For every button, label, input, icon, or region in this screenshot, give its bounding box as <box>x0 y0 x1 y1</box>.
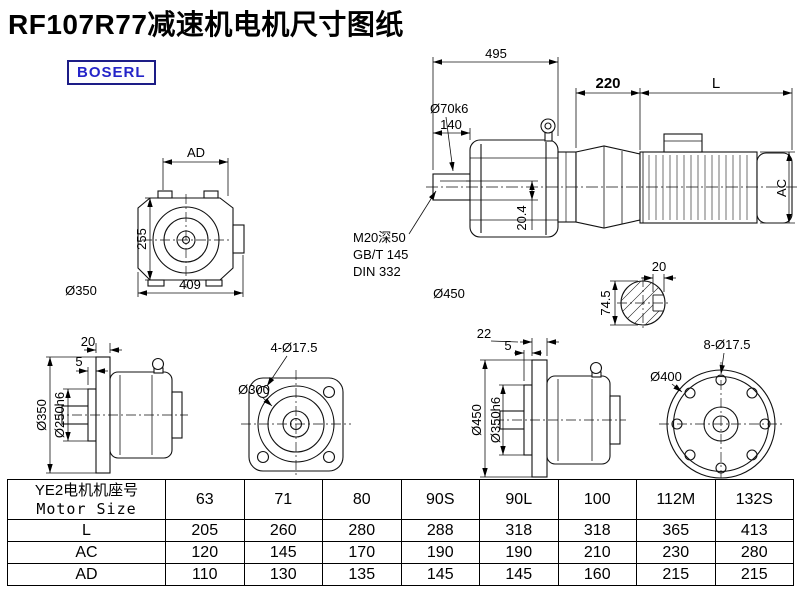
size-col-header: 90S <box>400 479 480 520</box>
table-cell: 280 <box>714 541 794 564</box>
table-header-motor-size: YE2电机机座号 Motor Size <box>7 479 166 520</box>
table-row-L: L 205 260 280 288 318 318 365 413 <box>7 519 794 542</box>
size-col-header: 132S <box>714 479 794 520</box>
dim-L: L <box>712 75 720 92</box>
dim-bolt-holes: 4-Ø17.5 <box>271 340 318 355</box>
table-cell: 145 <box>243 541 323 564</box>
table-cell: 145 <box>400 563 480 586</box>
boserl-logo: BOSERL <box>67 60 156 85</box>
row-label: AC <box>7 541 166 564</box>
flange-small-dimensions <box>46 343 122 474</box>
flange-large-dimensions <box>480 338 559 478</box>
table-cell: 260 <box>243 519 323 542</box>
size-col-header: 63 <box>165 479 245 520</box>
flange-side-view-small: 20 5 Ø350 Ø250h6 <box>34 334 188 474</box>
dim-350: Ø350 <box>34 399 49 431</box>
dim-400: Ø400 <box>650 369 682 384</box>
dim-250h6: Ø250h6 <box>52 392 67 438</box>
dim-AC: AC <box>774 179 789 197</box>
table-cell: 365 <box>636 519 716 542</box>
header-cn: YE2电机机座号 <box>34 482 139 499</box>
shaft-section-view: 20 74.5 <box>598 259 676 330</box>
table-cell: 190 <box>479 541 559 564</box>
size-col-header: 80 <box>322 479 402 520</box>
dim-450: Ø450 <box>433 286 465 301</box>
dim-shaft-diameter: Ø70k6 <box>430 101 468 116</box>
table-cell: 170 <box>322 541 402 564</box>
dim-350: Ø350 <box>65 283 97 298</box>
size-col-header: 90L <box>479 479 559 520</box>
table-cell: 215 <box>636 563 716 586</box>
motor-cooling-fins <box>648 155 748 220</box>
section-dimensions <box>610 274 676 326</box>
dim-74-5: 74.5 <box>598 290 613 315</box>
dim-20-4: 20.4 <box>514 205 529 230</box>
technical-drawing: AD 255 409 Ø350 <box>34 46 797 479</box>
tap-spec-line2: GB/T 145 <box>353 247 408 262</box>
table-cell: 215 <box>714 563 794 586</box>
table-cell: 210 <box>557 541 637 564</box>
dim-350h6: Ø350h6 <box>488 397 503 443</box>
row-label: L <box>7 519 166 542</box>
dim-20: 20 <box>81 334 95 349</box>
dim-409: 409 <box>179 277 201 292</box>
table-cell: 145 <box>479 563 559 586</box>
dim-450: Ø450 <box>469 404 484 436</box>
table-cell: 205 <box>165 519 245 542</box>
front-view: AD 255 409 Ø350 <box>65 145 245 298</box>
motor-size-table: YE2电机机座号 Motor Size 63 71 80 90S 90L 100… <box>7 479 794 586</box>
dim-300: Ø300 <box>238 382 270 397</box>
dim-220: 220 <box>595 75 620 92</box>
dim-bolt-holes: 8-Ø17.5 <box>704 337 751 352</box>
row-label: AD <box>7 563 166 586</box>
table-row-AC: AC 120 145 170 190 190 210 230 280 <box>7 541 794 564</box>
table-cell: 318 <box>479 519 559 542</box>
table-cell: 110 <box>165 563 245 586</box>
size-col-header: 71 <box>243 479 323 520</box>
page-title: RF107R77减速机电机尺寸图纸 <box>8 9 404 40</box>
dim-5: 5 <box>75 354 82 369</box>
front-view-dimensions <box>137 158 244 297</box>
dim-495: 495 <box>485 46 507 61</box>
main-assembly-view: 495 140 Ø70k6 220 L AC 20.4 M20深50 GB/T … <box>353 46 797 301</box>
flange-side-view-large: 22 5 Ø450 Ø350h6 <box>469 326 626 478</box>
dim-255: 255 <box>134 228 149 250</box>
flange-face-view-small: 4-Ø17.5 Ø300 <box>238 340 351 478</box>
table-cell: 160 <box>557 563 637 586</box>
tap-spec-line1: M20深50 <box>353 230 406 245</box>
dim-20: 20 <box>652 259 666 274</box>
dim-22: 22 <box>477 326 491 341</box>
tap-spec-line3: DIN 332 <box>353 264 401 279</box>
flange-face-view-large: 8-Ø17.5 Ø400 <box>650 337 783 479</box>
table-cell: 280 <box>322 519 402 542</box>
dim-AD: AD <box>187 145 205 160</box>
table-cell: 120 <box>165 541 245 564</box>
table-cell: 190 <box>400 541 480 564</box>
table-cell: 413 <box>714 519 794 542</box>
table-cell: 288 <box>400 519 480 542</box>
table-row-AD: AD 110 130 135 145 145 160 215 215 <box>7 563 794 586</box>
table-cell: 135 <box>322 563 402 586</box>
dim-5: 5 <box>504 338 511 353</box>
size-col-header: 112M <box>636 479 716 520</box>
dim-140: 140 <box>440 117 462 132</box>
size-col-header: 100 <box>557 479 637 520</box>
table-cell: 230 <box>636 541 716 564</box>
table-cell: 130 <box>243 563 323 586</box>
main-view-dimensions <box>408 57 795 235</box>
header-en: Motor Size <box>36 500 137 518</box>
table-cell: 318 <box>557 519 637 542</box>
